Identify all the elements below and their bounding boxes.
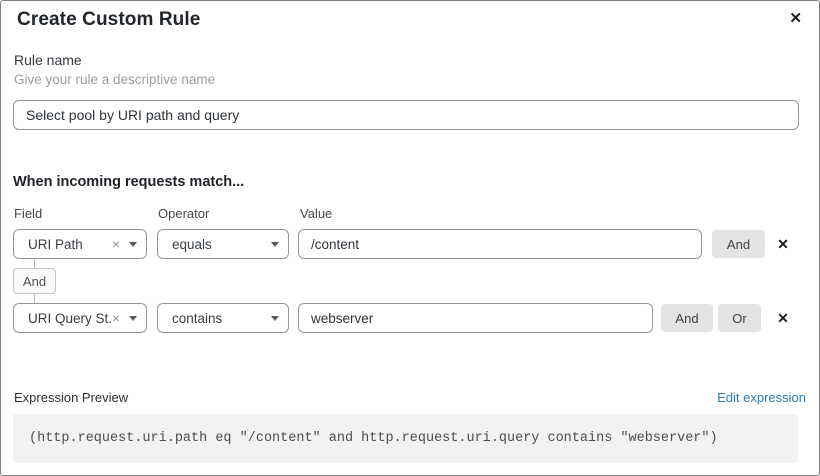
value-input-row2[interactable] xyxy=(298,303,653,333)
delete-row1-icon[interactable]: ✕ xyxy=(777,235,789,252)
page-title: Create Custom Rule xyxy=(17,9,201,30)
operator-select-row2-value: contains xyxy=(172,310,223,326)
operator-select-row1[interactable]: equals xyxy=(157,229,289,259)
operator-select-row1-value: equals xyxy=(172,236,212,252)
value-input-row1[interactable] xyxy=(298,229,702,259)
chevron-down-icon xyxy=(129,241,137,247)
clear-icon[interactable]: × xyxy=(111,310,120,326)
expression-preview-box: (http.request.uri.path eq "/content" and… xyxy=(13,414,798,463)
and-button-row2[interactable]: And xyxy=(661,304,713,332)
operator-column-label: Operator xyxy=(158,206,210,221)
rule-name-input[interactable] xyxy=(13,100,799,130)
edit-expression-link[interactable]: Edit expression xyxy=(717,390,806,405)
or-button-row2[interactable]: Or xyxy=(718,304,761,332)
delete-row2-icon[interactable]: ✕ xyxy=(777,309,789,326)
field-select-row2-value: URI Query St... xyxy=(28,310,112,326)
and-connector-badge: And xyxy=(13,268,56,294)
field-select-row1-value: URI Path xyxy=(28,236,83,252)
chevron-down-icon xyxy=(271,315,279,321)
chevron-down-icon xyxy=(271,241,279,247)
field-select-row1[interactable]: URI Path × xyxy=(13,229,147,259)
rule-name-label: Rule name xyxy=(14,52,82,68)
expression-preview-label: Expression Preview xyxy=(14,390,129,405)
and-button-row1[interactable]: And xyxy=(712,230,765,258)
rule-name-helper: Give your rule a descriptive name xyxy=(14,72,216,87)
expression-code: (http.request.uri.path eq "/content" and… xyxy=(29,431,718,446)
operator-select-row2[interactable]: contains xyxy=(157,303,289,333)
chevron-down-icon xyxy=(129,315,137,321)
field-select-row2[interactable]: URI Query St... × xyxy=(13,303,147,333)
close-icon[interactable]: ✕ xyxy=(789,10,802,27)
match-heading: When incoming requests match... xyxy=(13,174,245,190)
value-column-label: Value xyxy=(300,206,333,221)
clear-icon[interactable]: × xyxy=(111,236,120,252)
field-column-label: Field xyxy=(14,206,43,221)
